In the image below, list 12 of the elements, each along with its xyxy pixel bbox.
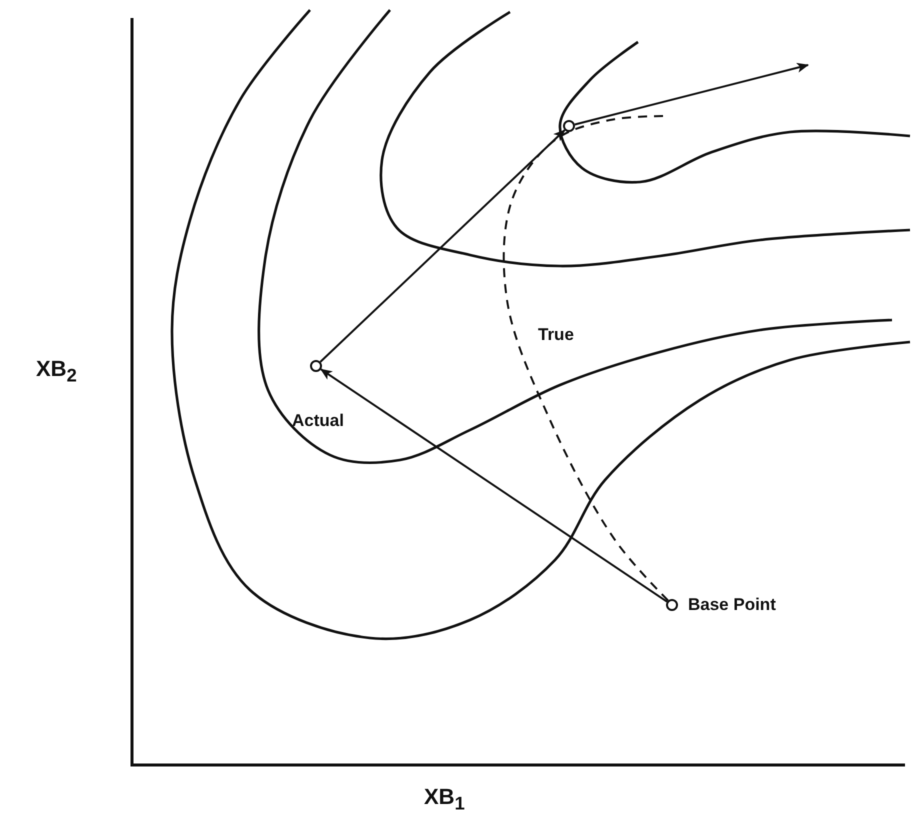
axis-label: XB$_{2}$ — [36, 357, 77, 386]
point-label: Actual — [292, 412, 344, 431]
arrow — [574, 62, 809, 126]
arrow — [320, 368, 668, 602]
curve-label: True — [538, 326, 574, 345]
point-marker — [563, 120, 575, 132]
point-marker — [310, 360, 322, 372]
axis-label: XB$_{1}$ — [424, 785, 465, 814]
point-marker — [666, 599, 678, 611]
point-label: Base Point — [688, 596, 776, 615]
arrow — [320, 129, 566, 363]
dashed-curve — [502, 115, 669, 602]
